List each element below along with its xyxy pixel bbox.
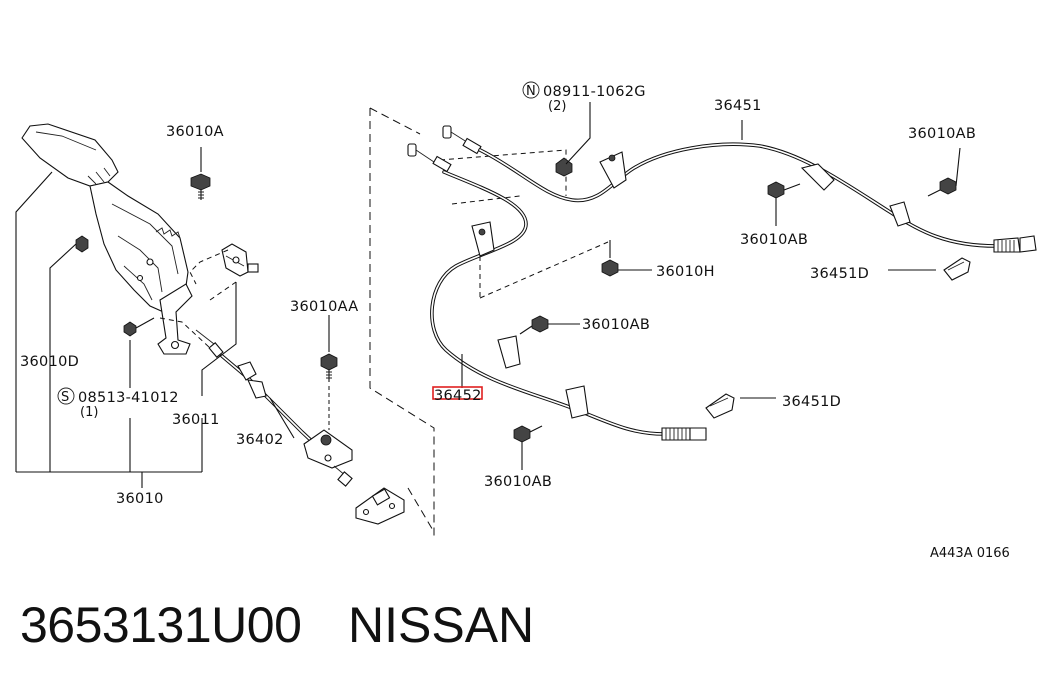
label-08911: 08911-1062G <box>543 84 646 100</box>
label-36010AB-3: 36010AB <box>582 317 650 333</box>
bolt-36010AB-3-icon <box>519 315 549 335</box>
label-36451D-2: 36451D <box>782 394 841 410</box>
rear-cable-assembly <box>369 102 1037 536</box>
bolt-36010AB-1-icon <box>927 177 957 197</box>
lever-assembly <box>15 123 405 525</box>
label-36010AB-2: 36010AB <box>740 232 808 248</box>
label-08513-qty: (1) <box>80 405 98 420</box>
label-08911-qty: (2) <box>548 99 566 114</box>
label-s-prefix: S <box>61 390 69 405</box>
clip-36451D-1-icon <box>943 257 971 281</box>
bolt-36010H-icon <box>601 240 619 277</box>
n-prefix-icon <box>522 81 540 99</box>
label-36010A: 36010A <box>166 124 224 140</box>
bolt-36010AA-icon <box>320 353 338 382</box>
lever-bracket <box>157 283 193 355</box>
label-08513: 08513-41012 <box>78 390 179 406</box>
rear-cable-36452 <box>430 170 707 441</box>
label-36010AB-4: 36010AB <box>484 474 552 490</box>
brand-name: NISSAN <box>348 597 535 653</box>
clip-36451D-2-icon <box>705 393 735 419</box>
part-number: 3653131U00 <box>20 597 302 653</box>
reference-code: A443A 0166 <box>930 546 1010 561</box>
bracket-36011 <box>221 243 259 277</box>
adjuster-bracket <box>333 465 405 525</box>
bolt-36010AB-4-icon <box>513 425 543 443</box>
rear-cable-36451 <box>478 142 1037 253</box>
nut-36010D-icon <box>75 235 89 253</box>
label-36011: 36011 <box>172 412 220 428</box>
label-36010: 36010 <box>116 491 164 507</box>
bolt-36010A-icon <box>190 173 211 200</box>
lever-grip <box>21 123 119 187</box>
screw-08513-icon <box>123 317 155 337</box>
label-36010AB-1: 36010AB <box>908 126 976 142</box>
label-36010H: 36010H <box>656 264 715 280</box>
label-36010AA: 36010AA <box>290 299 358 315</box>
label-36402: 36402 <box>236 432 284 448</box>
equalizer-plate <box>303 429 353 469</box>
label-n-prefix: N <box>526 84 536 99</box>
s-prefix-icon <box>57 387 75 405</box>
part-labels: 36010A 36010D S 08513-41012 (1) 36011 36… <box>20 81 1010 561</box>
label-36452: 36452 <box>434 388 482 404</box>
label-36451: 36451 <box>714 98 762 114</box>
highlight-36452-box <box>432 386 483 400</box>
bolt-36010AB-2-icon <box>767 181 801 199</box>
label-36010D: 36010D <box>20 354 79 370</box>
label-36451D-1: 36451D <box>810 266 869 282</box>
